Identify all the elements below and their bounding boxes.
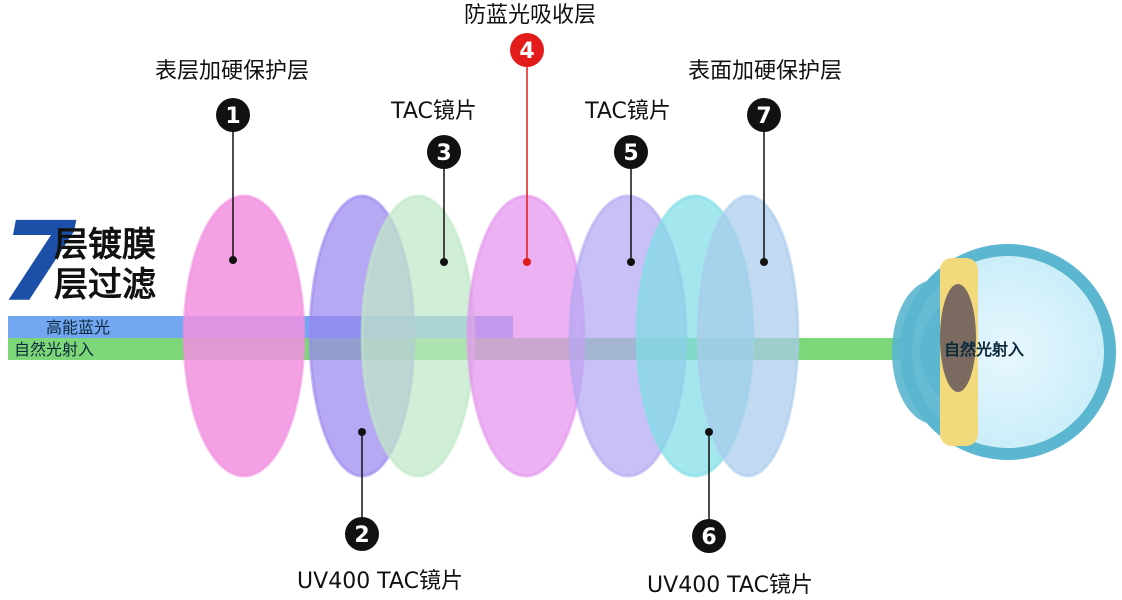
layer-badge-number-6: 6 bbox=[701, 525, 716, 550]
layer-label-4: 防蓝光吸收层 bbox=[464, 3, 596, 28]
layer-badge-number-2: 2 bbox=[354, 523, 369, 548]
layer-badge-5 bbox=[614, 135, 648, 169]
lens-layer-3 bbox=[360, 194, 476, 478]
title-line-2: 层过滤 bbox=[54, 265, 156, 305]
layer-badge-4 bbox=[510, 33, 544, 67]
leader-dot-4 bbox=[523, 258, 531, 266]
leader-dot-7 bbox=[760, 258, 768, 266]
exit-light-label: 自然光射入 bbox=[944, 340, 1024, 359]
layer-label-2: UV400 TAC镜片 bbox=[297, 569, 463, 594]
leader-dot-6 bbox=[705, 428, 713, 436]
lens-layer-4 bbox=[466, 194, 586, 478]
layer-badge-2 bbox=[345, 517, 379, 551]
layer-label-1: 表层加硬保护层 bbox=[155, 59, 309, 84]
lens-stack bbox=[182, 194, 800, 478]
layer-label-3: TAC镜片 bbox=[390, 99, 477, 124]
leader-dot-1 bbox=[229, 256, 237, 264]
layer-label-5: TAC镜片 bbox=[584, 99, 671, 124]
eye-icon bbox=[892, 244, 1116, 460]
layer-badge-number-7: 7 bbox=[756, 104, 771, 129]
blue-light-label: 高能蓝光 bbox=[46, 318, 110, 337]
layer-badge-7 bbox=[747, 98, 781, 132]
eye-iris bbox=[940, 284, 976, 392]
leader-dot-5 bbox=[627, 258, 635, 266]
title-line-1: 层镀膜 bbox=[54, 225, 156, 265]
title-number: 7 bbox=[0, 198, 77, 326]
layer-label-6: UV400 TAC镜片 bbox=[647, 573, 813, 598]
layer-label-7: 表面加硬保护层 bbox=[688, 59, 842, 84]
natural-light-label: 自然光射入 bbox=[14, 340, 94, 359]
title-block: 7 层镀膜 层过滤 bbox=[0, 198, 156, 326]
layer-badge-number-1: 1 bbox=[225, 104, 240, 129]
layer-badge-number-5: 5 bbox=[623, 141, 638, 166]
layer-badge-6 bbox=[692, 519, 726, 553]
lens-layer-1 bbox=[182, 194, 306, 478]
layer-badge-3 bbox=[427, 135, 461, 169]
leader-dot-2 bbox=[358, 428, 366, 436]
layer-badge-number-4: 4 bbox=[519, 39, 534, 64]
lens-layer-7 bbox=[696, 194, 800, 478]
layer-badge-number-3: 3 bbox=[436, 141, 451, 166]
layer-badge-1 bbox=[216, 98, 250, 132]
leader-dot-3 bbox=[440, 258, 448, 266]
